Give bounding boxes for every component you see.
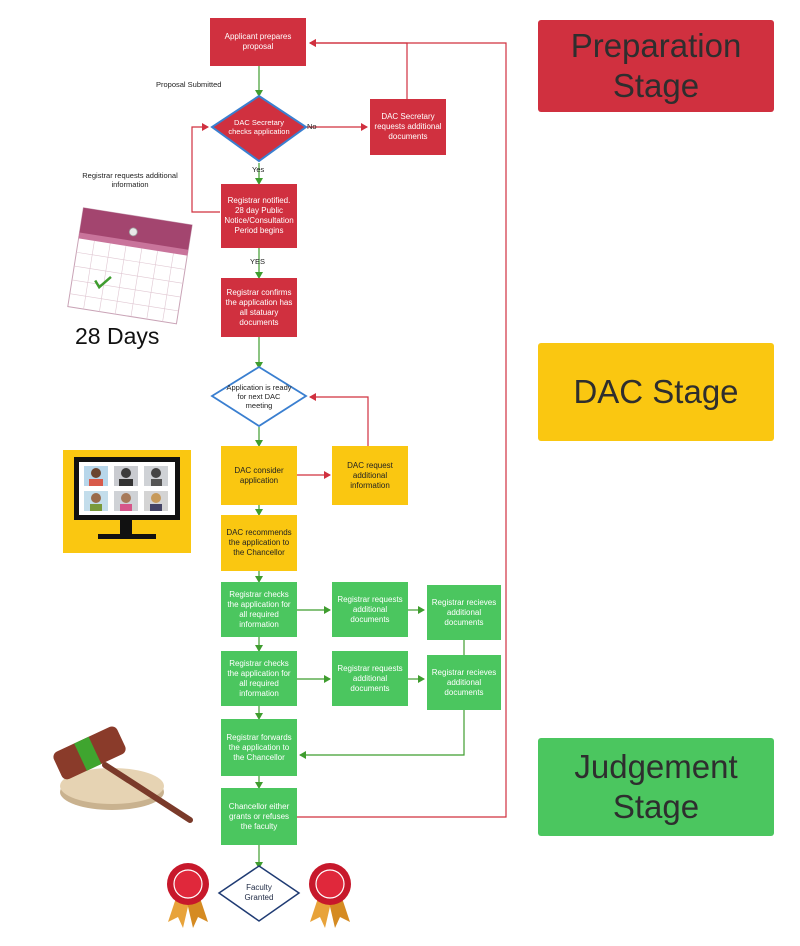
edge-label-yes: Yes (252, 165, 265, 174)
step-dac-request: DAC request additional information (332, 446, 408, 505)
step-label: Registrar requests additional documents (337, 663, 403, 693)
decision-dac-secretary-checks-text: DAC Secretary checks application (222, 110, 296, 144)
decision-label: DAC Secretary checks application (228, 118, 290, 136)
step-registrar-notified: Registrar notified. 28 day Public Notice… (221, 184, 297, 248)
terminal-label: Faculty Granted (244, 883, 274, 902)
decision-application-ready-text: Application is ready for next DAC meetin… (226, 379, 292, 413)
stage-panel-judgement: Judgement Stage (538, 738, 774, 836)
step-registrar-recieves-1: Registrar recieves additional documents (427, 585, 501, 640)
edge-label-no: No (307, 122, 317, 131)
connector-registrar-requests-info (191, 123, 220, 213)
step-label: DAC request additional information (347, 460, 393, 490)
decision-application-ready (210, 365, 308, 428)
connector-secretary-back (309, 39, 408, 99)
rosette-icon (309, 863, 351, 928)
video-meeting-icon (63, 450, 191, 553)
step-label: Registrar checks the application for all… (227, 658, 291, 698)
decision-label: Application is ready for next DAC meetin… (226, 382, 292, 410)
edge-label-proposal-submitted: Proposal Submitted (156, 80, 222, 89)
step-label: Registrar confirms the application has a… (225, 287, 293, 327)
decision-dac-secretary-checks (210, 94, 308, 163)
step-label: Registrar checks the application for all… (227, 589, 291, 629)
connector-recieves-to-forwards (299, 710, 465, 759)
step-label: Registrar recieves additional documents (431, 597, 497, 627)
terminal-faculty-granted-text: Faculty Granted (234, 880, 284, 906)
step-registrar-checks-1: Registrar checks the application for all… (221, 582, 297, 637)
edge-label-yes-caps: YES (250, 257, 266, 266)
connector-dac-request-back (309, 393, 369, 446)
calendar-icon (67, 207, 193, 325)
step-chancellor-decides: Chancellor either grants or refuses the … (221, 788, 297, 845)
step-dac-recommends: DAC recommends the application to the Ch… (221, 515, 297, 571)
step-label: Chancellor either grants or refuses the … (228, 801, 290, 831)
step-label: Registrar forwards the application to th… (226, 732, 292, 762)
stage-label: DAC Stage (573, 373, 739, 410)
step-label: Registrar notified. 28 day Public Notice… (224, 196, 294, 235)
edge-label-registrar-requests-info: Registrar requests additional informatio… (82, 171, 178, 189)
step-applicant-prepares: Applicant prepares proposal (210, 18, 306, 66)
stage-label: Judgement Stage (574, 748, 738, 825)
step-label: Applicant prepares proposal (224, 32, 292, 51)
step-registrar-forwards: Registrar forwards the application to th… (221, 719, 297, 776)
stage-panel-dac: DAC Stage (538, 343, 774, 441)
step-label: DAC recommends the application to the Ch… (226, 528, 292, 557)
terminal-faculty-granted (217, 865, 301, 922)
step-dac-secretary-requests: DAC Secretary requests additional docume… (370, 99, 446, 155)
days-caption: 28 Days (75, 323, 160, 349)
main-flow-connectors (255, 66, 465, 869)
step-label: DAC Secretary requests additional docume… (374, 112, 442, 141)
connector-chancellor-back (297, 39, 507, 818)
step-registrar-checks-2: Registrar checks the application for all… (221, 651, 297, 706)
gavel-icon (53, 726, 193, 823)
step-registrar-requests-2: Registrar requests additional documents (332, 651, 408, 706)
step-label: Registrar requests additional documents (337, 594, 403, 624)
step-registrar-confirms: Registrar confirms the application has a… (221, 278, 297, 337)
stage-panel-preparation: Preparation Stage (538, 20, 774, 112)
step-registrar-requests-1: Registrar requests additional documents (332, 582, 408, 637)
step-label: DAC consider application (234, 465, 284, 485)
step-registrar-recieves-2: Registrar recieves additional documents (427, 655, 501, 710)
loop-connectors (191, 39, 507, 818)
participant-tiles (84, 466, 168, 511)
step-dac-consider: DAC consider application (221, 446, 297, 505)
stage-label: Preparation Stage (570, 27, 742, 104)
step-label: Registrar recieves additional documents (431, 667, 497, 697)
rosette-icon (167, 863, 209, 928)
